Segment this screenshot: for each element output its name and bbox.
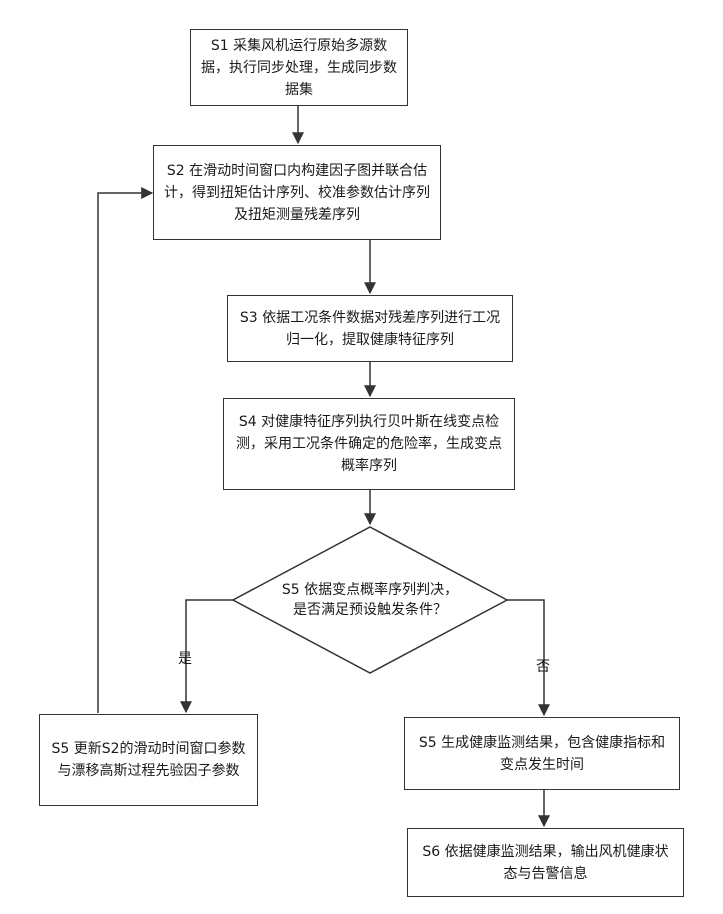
step-s5-update-box: S5 更新S2的滑动时间窗口参数与漂移高斯过程先验因子参数 xyxy=(39,714,258,806)
step-s2-text: S2 在滑动时间窗口内构建因子图并联合估计，得到扭矩估计序列、校准参数估计序列及… xyxy=(164,160,430,226)
step-s3-box: S3 依据工况条件数据对残差序列进行工况归一化，提取健康特征序列 xyxy=(227,295,513,362)
step-s6-text: S6 依据健康监测结果，输出风机健康状态与告警信息 xyxy=(418,841,673,885)
step-s5-result-text: S5 生成健康监测结果，包含健康指标和变点发生时间 xyxy=(415,732,669,776)
step-s5-update-text: S5 更新S2的滑动时间窗口参数与漂移高斯过程先验因子参数 xyxy=(50,738,247,782)
label-yes: 是 xyxy=(178,648,192,668)
step-s1-text: S1 采集风机运行原始多源数据，执行同步处理，生成同步数据集 xyxy=(201,35,397,101)
step-s4-box: S4 对健康特征序列执行贝叶斯在线变点检测，采用工况条件确定的危险率，生成变点概… xyxy=(223,398,515,490)
step-s4-text: S4 对健康特征序列执行贝叶斯在线变点检测，采用工况条件确定的危险率，生成变点概… xyxy=(234,411,504,477)
step-s2-box: S2 在滑动时间窗口内构建因子图并联合估计，得到扭矩估计序列、校准参数估计序列及… xyxy=(153,145,441,240)
step-s6-box: S6 依据健康监测结果，输出风机健康状态与告警信息 xyxy=(407,828,684,897)
step-s1-box: S1 采集风机运行原始多源数据，执行同步处理，生成同步数据集 xyxy=(190,29,408,106)
step-s5-result-box: S5 生成健康监测结果，包含健康指标和变点发生时间 xyxy=(404,717,680,790)
arrow-decision-yes xyxy=(186,600,233,712)
decision-text: S5 依据变点概率序列判决，是否满足预设触发条件？ xyxy=(278,580,462,620)
label-no: 否 xyxy=(536,656,550,676)
step-s3-text: S3 依据工况条件数据对残差序列进行工况归一化，提取健康特征序列 xyxy=(238,307,502,351)
arrow-loop-to-s2 xyxy=(98,193,152,713)
